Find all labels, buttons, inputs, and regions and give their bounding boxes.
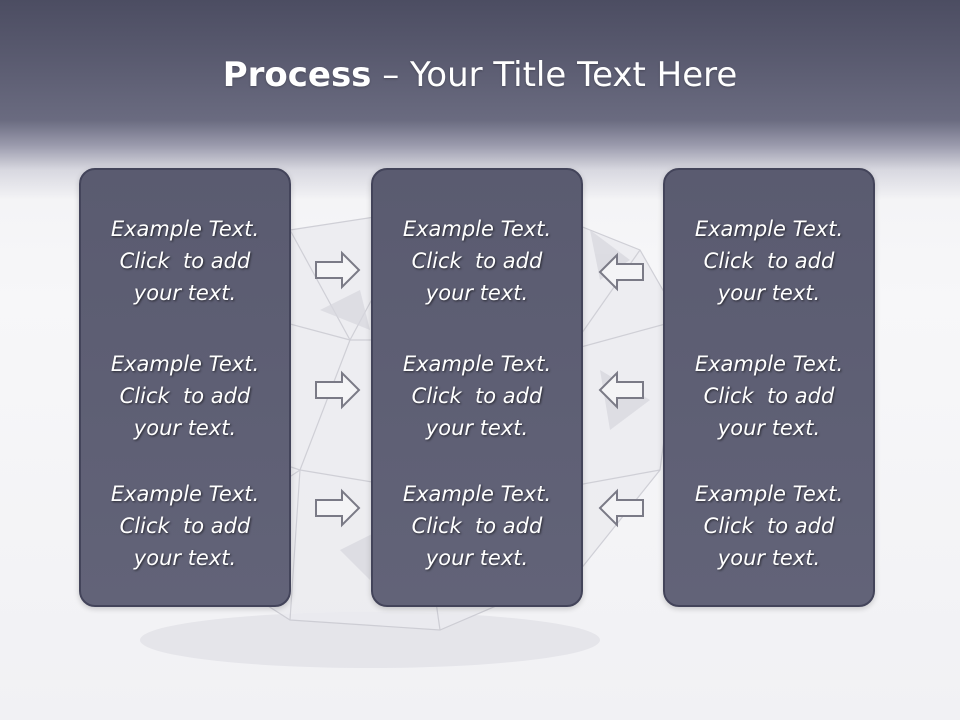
slide-title: Process – Your Title Text Here <box>0 52 960 98</box>
text-block[interactable]: Example Text. Click to add your text. <box>665 213 873 309</box>
text-line: Click to add <box>411 249 543 273</box>
text-line: Example Text. <box>110 217 260 241</box>
text-line: your text. <box>133 546 237 570</box>
text-line: Click to add <box>119 514 251 538</box>
text-line: your text. <box>717 546 821 570</box>
arrow-right-icon <box>315 488 361 528</box>
text-line: Example Text. <box>402 352 552 376</box>
title-bold-part: Process <box>222 55 372 95</box>
left-text-panel[interactable]: Example Text. Click to add your text. Ex… <box>79 168 291 607</box>
text-line: Example Text. <box>694 482 844 506</box>
text-line: your text. <box>425 546 529 570</box>
text-block[interactable]: Example Text. Click to add your text. <box>81 348 289 444</box>
arrow-right-icon <box>315 370 361 410</box>
title-rest-part: – Your Title Text Here <box>371 55 738 95</box>
text-line: Example Text. <box>110 352 260 376</box>
title-banner <box>0 0 960 200</box>
center-text-panel[interactable]: Example Text. Click to add your text. Ex… <box>371 168 583 607</box>
text-block[interactable]: Example Text. Click to add your text. <box>81 213 289 309</box>
text-line: Example Text. <box>694 217 844 241</box>
text-line: Example Text. <box>110 482 260 506</box>
arrow-left-icon <box>598 252 644 292</box>
text-block[interactable]: Example Text. Click to add your text. <box>665 478 873 574</box>
text-line: your text. <box>425 281 529 305</box>
text-block[interactable]: Example Text. Click to add your text. <box>373 348 581 444</box>
right-text-panel[interactable]: Example Text. Click to add your text. Ex… <box>663 168 875 607</box>
text-line: Click to add <box>703 249 835 273</box>
text-line: your text. <box>717 416 821 440</box>
text-line: Click to add <box>411 384 543 408</box>
text-line: Click to add <box>411 514 543 538</box>
arrow-right-icon <box>315 250 361 290</box>
text-line: Example Text. <box>402 217 552 241</box>
text-block[interactable]: Example Text. Click to add your text. <box>373 478 581 574</box>
arrow-left-icon <box>598 488 644 528</box>
text-line: your text. <box>425 416 529 440</box>
text-block[interactable]: Example Text. Click to add your text. <box>665 348 873 444</box>
arrow-left-icon <box>598 370 644 410</box>
text-line: Example Text. <box>694 352 844 376</box>
text-line: Click to add <box>119 249 251 273</box>
text-block[interactable]: Example Text. Click to add your text. <box>81 478 289 574</box>
text-line: Example Text. <box>402 482 552 506</box>
text-line: your text. <box>133 281 237 305</box>
text-line: Click to add <box>703 514 835 538</box>
text-line: Click to add <box>703 384 835 408</box>
text-line: Click to add <box>119 384 251 408</box>
text-line: your text. <box>717 281 821 305</box>
text-block[interactable]: Example Text. Click to add your text. <box>373 213 581 309</box>
text-line: your text. <box>133 416 237 440</box>
